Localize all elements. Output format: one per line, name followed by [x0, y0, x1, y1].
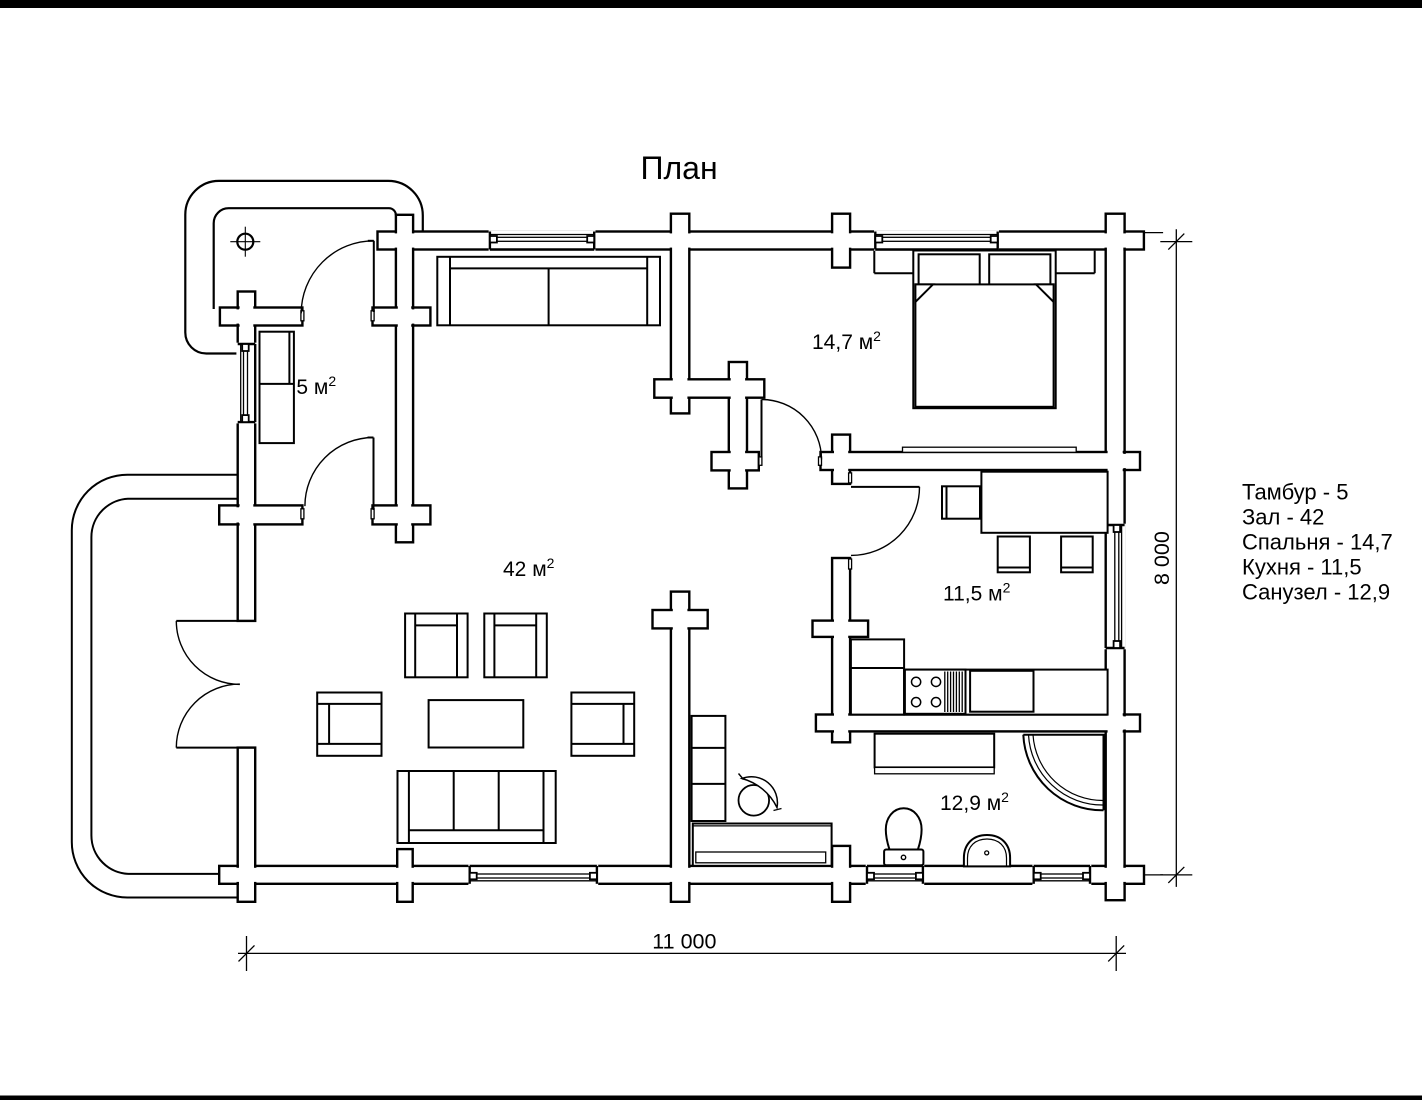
svg-text:Спальня - 14,7: Спальня - 14,7	[1242, 530, 1393, 555]
svg-text:11,5 м2: 11,5 м2	[943, 580, 1011, 606]
svg-text:План: План	[641, 150, 718, 186]
svg-text:12,9 м2: 12,9 м2	[940, 789, 1009, 815]
svg-text:14,7 м2: 14,7 м2	[812, 328, 881, 354]
svg-text:42 м2: 42 м2	[503, 555, 555, 581]
svg-text:Зал - 42: Зал - 42	[1242, 505, 1324, 530]
svg-text:11 000: 11 000	[652, 930, 716, 954]
svg-text:Санузел - 12,9: Санузел - 12,9	[1242, 580, 1390, 605]
svg-text:Тамбур - 5: Тамбур - 5	[1242, 480, 1348, 505]
svg-text:8 000: 8 000	[1150, 531, 1174, 585]
svg-text:Кухня - 11,5: Кухня - 11,5	[1242, 555, 1362, 580]
